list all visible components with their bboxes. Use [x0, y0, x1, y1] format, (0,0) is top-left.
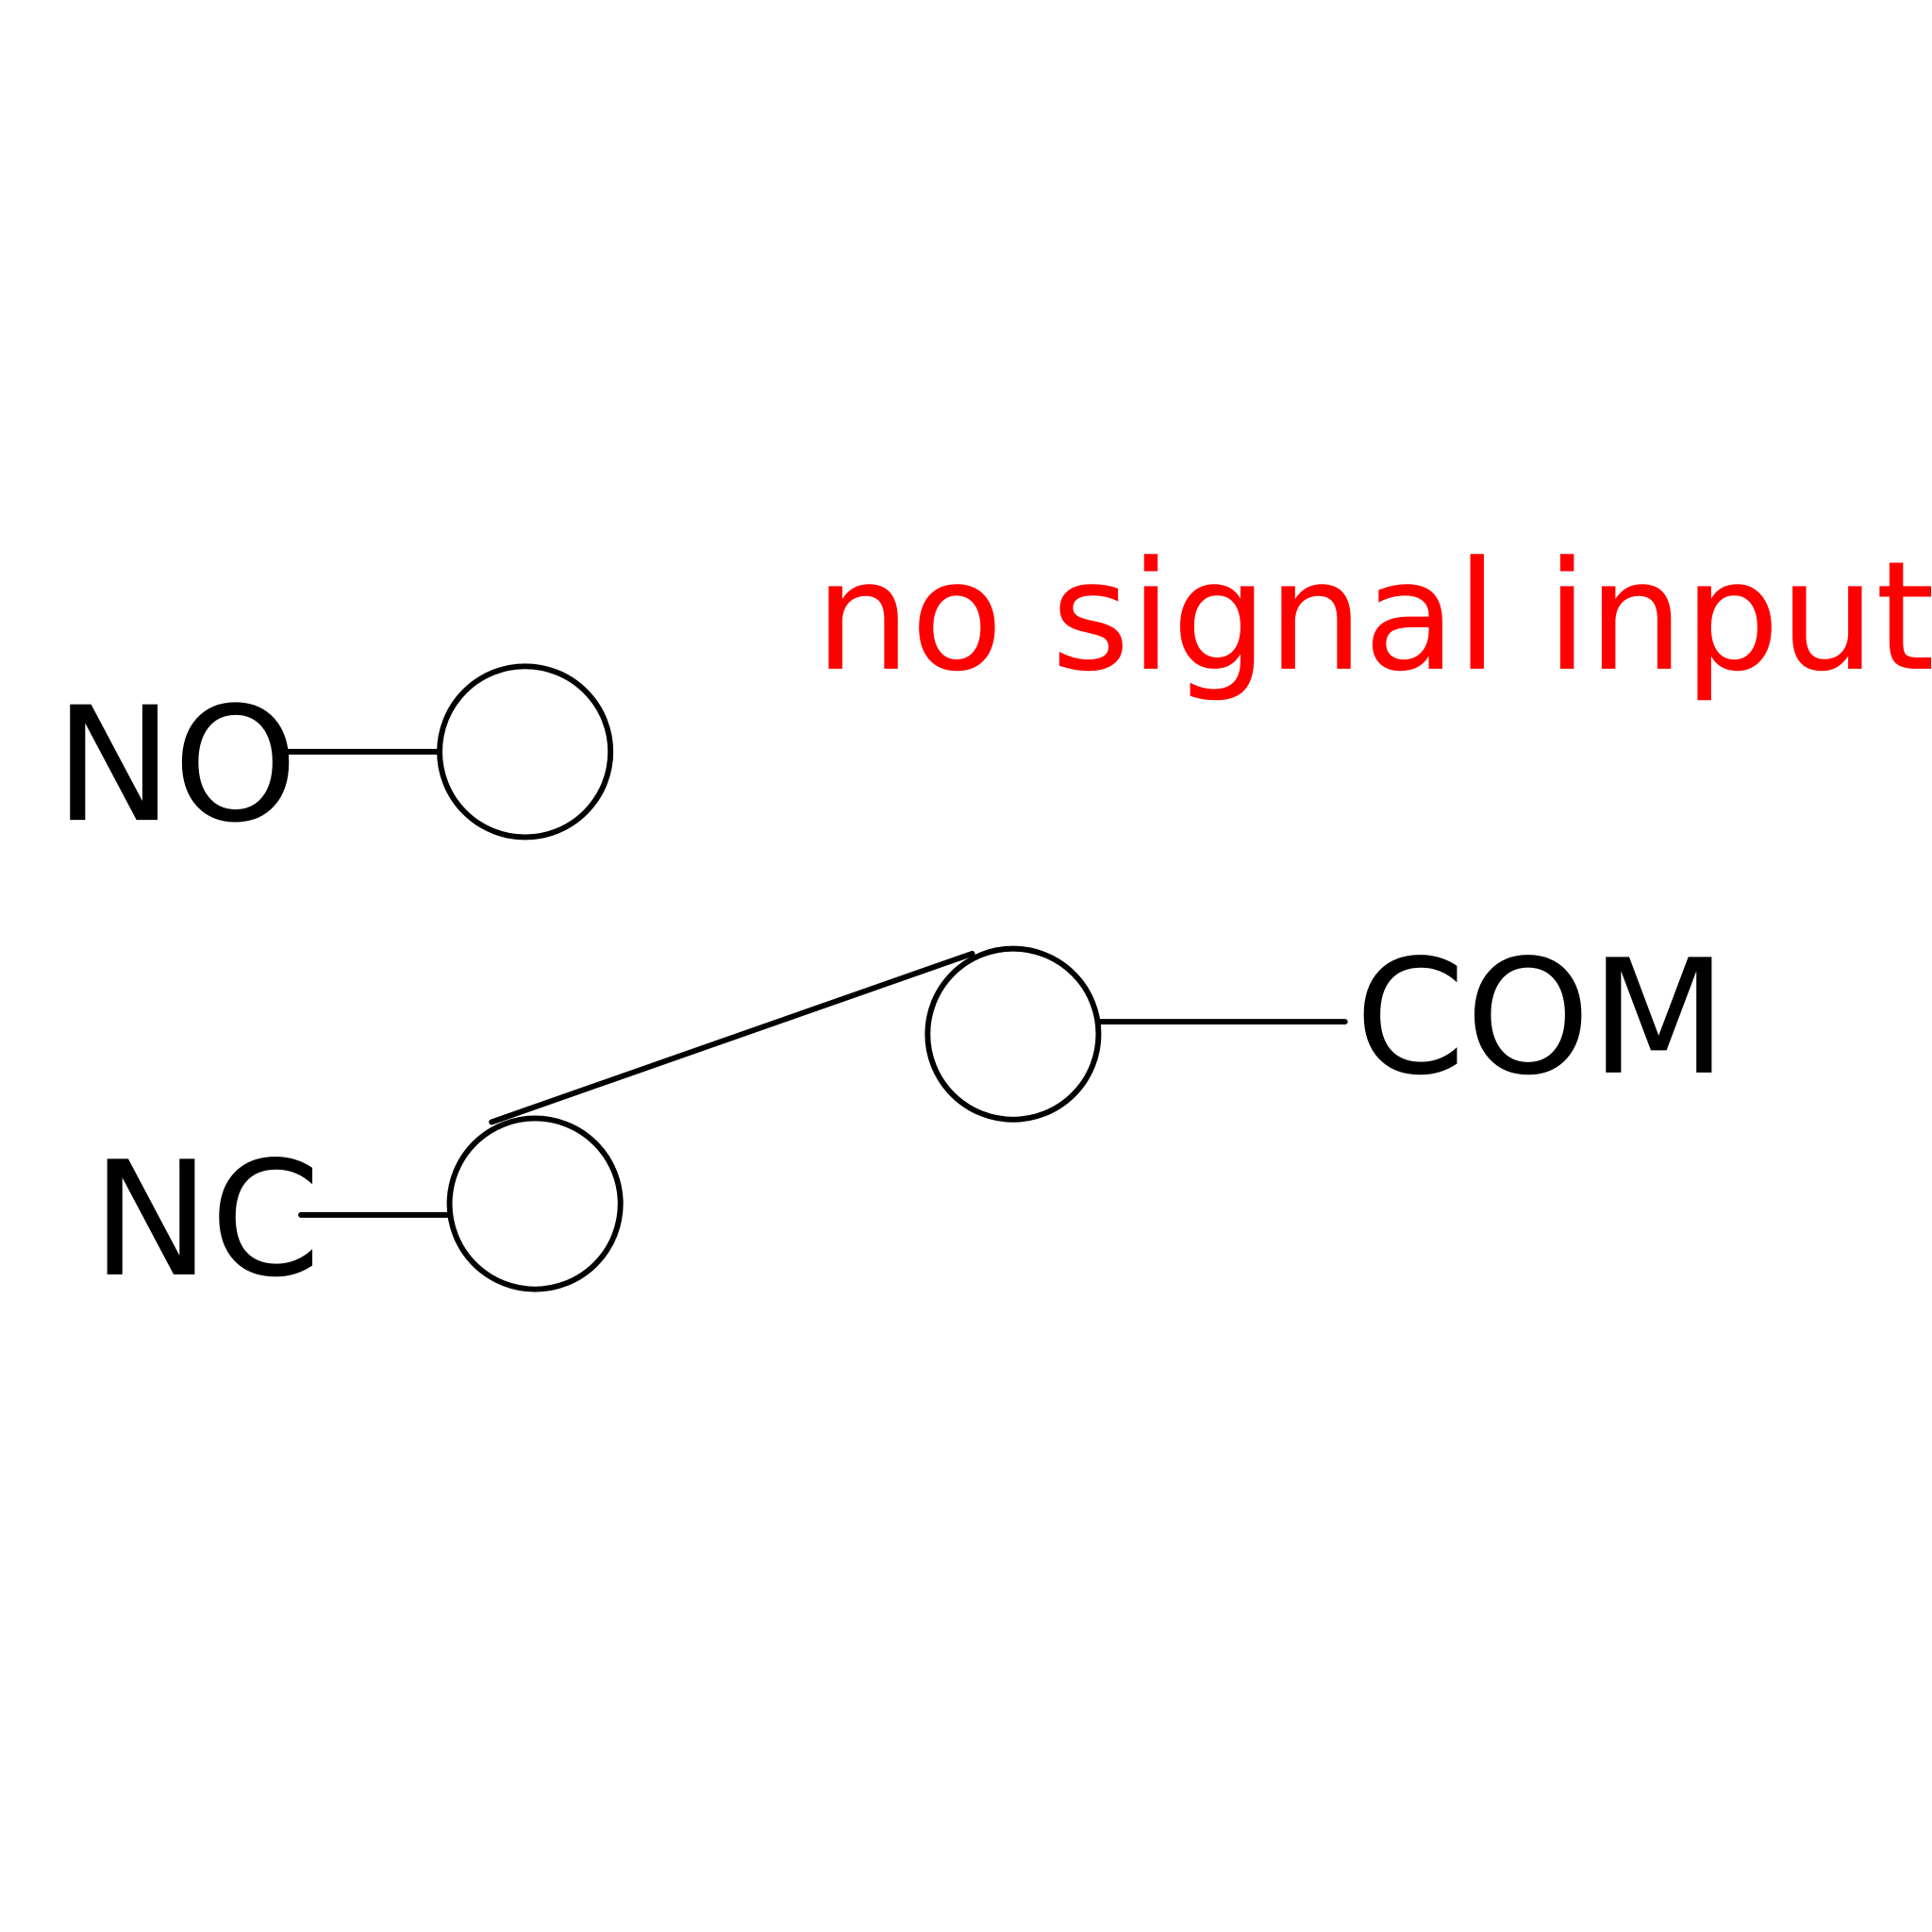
no-contact — [437, 663, 614, 841]
com-label: COM — [1355, 925, 1727, 1110]
status-text: no signal input — [815, 528, 1932, 705]
nc-label: NC — [92, 1127, 321, 1312]
terminal-no: NO — [55, 663, 614, 858]
terminal-com: COM — [489, 925, 1727, 1125]
terminal-nc: NC — [92, 1115, 624, 1312]
nc-contact — [446, 1115, 624, 1292]
no-label: NO — [55, 673, 298, 858]
switch-arm — [489, 950, 975, 1125]
com-contact — [924, 945, 1102, 1123]
